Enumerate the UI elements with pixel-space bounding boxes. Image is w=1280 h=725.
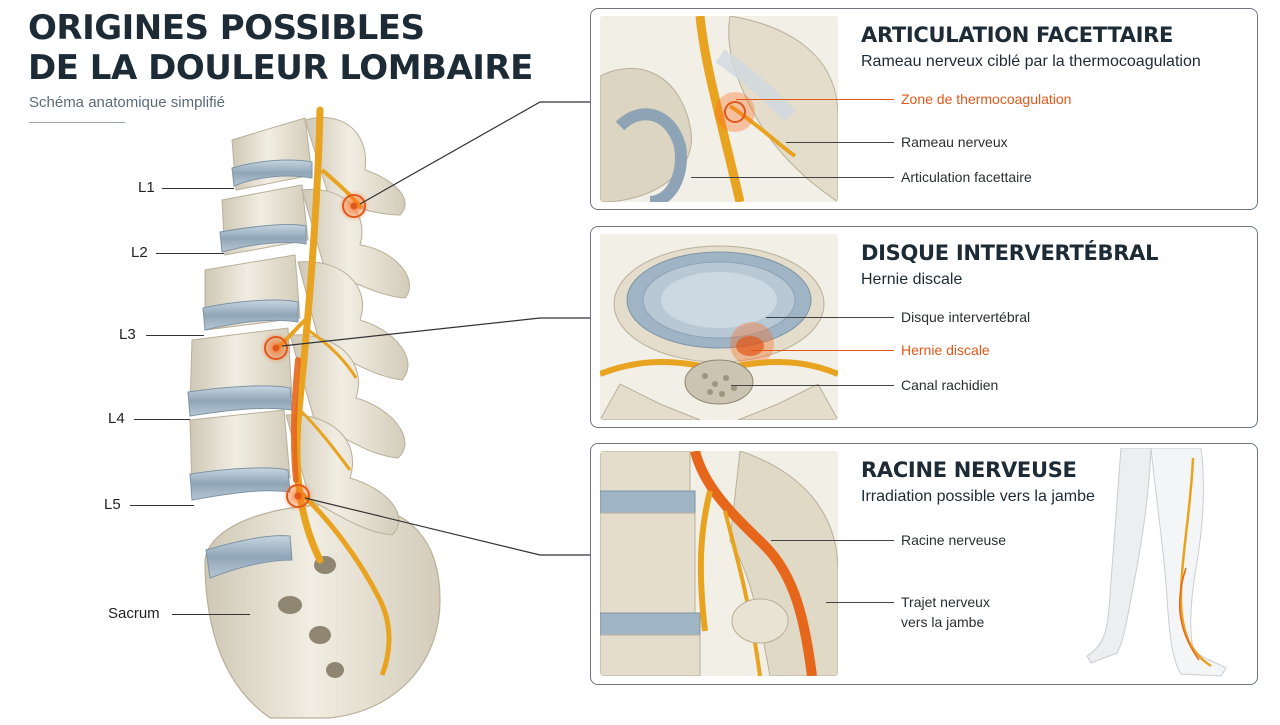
leader-zone [736,99,894,100]
sacral-foramen [326,662,344,678]
callout-articulation-facettaire: Articulation facettaire [901,169,1032,185]
callout-zone-thermocoagulation: Zone de thermocoagulation [901,91,1072,107]
callout-rameau-nerveux: Rameau nerveux [901,134,1008,150]
panel-disc-title: DISQUE INTERVERTÉBRAL [861,241,1159,265]
title-line-2: DE LA DOULEUR LOMBAIRE [28,48,533,88]
callout-trajet-line-1: Trajet nerveux [901,594,990,610]
label-l2: L2 [131,244,148,261]
panel-facet-title: ARTICULATION FACETTAIRE [861,23,1174,47]
label-sacrum: Sacrum [108,605,160,622]
leader-l4 [134,419,190,420]
label-l1: L1 [138,179,155,196]
leader-hernie [751,350,894,351]
leader-l5 [130,505,194,506]
nerve-inflamed-segment [290,357,301,483]
root-target-ring [286,484,310,508]
panel-intervertebral-disc: DISQUE INTERVERTÉBRAL Hernie discale Dis… [590,226,1258,428]
callout-racine-nerveuse: Racine nerveuse [901,532,1007,548]
panel-facet-joint: ARTICULATION FACETTAIRE Rameau nerveux c… [590,8,1258,210]
leader-rameau [786,142,894,143]
leader-sacrum [172,614,250,615]
callout-hernie-discale: Hernie discale [901,342,990,358]
disc-l5-s1 [205,535,293,579]
leg-nerve-path-illustration [1081,447,1251,683]
sacral-foramen [278,596,302,614]
label-l5: L5 [104,496,121,513]
label-l4: L4 [108,410,125,427]
panel-facet-subtitle: Rameau nerveux ciblé par la thermocoagul… [861,53,1201,70]
page-subtitle: Schéma anatomique simplifié [29,94,225,111]
nerve-root-l4 [298,408,352,471]
leader-l3 [146,335,204,336]
leader-racine [771,540,894,541]
title-line-1: ORIGINES POSSIBLES [28,8,425,48]
nerve-root-illustration [600,451,838,676]
callout-trajet-nerveux: Trajet nerveux vers la jambe [901,592,990,632]
leader-trajet [826,602,894,603]
posterior-arch-l4 [289,334,406,459]
leader-l1 [162,188,234,189]
panel-root-title: RACINE NERVEUSE [861,458,1077,482]
label-l3: L3 [119,326,136,343]
sacral-foramen [309,626,331,644]
disc-target-dot [272,344,280,352]
leader-canal [731,385,894,386]
panel-root-subtitle: Irradiation possible vers la jambe [861,488,1095,505]
disc-l1 [231,159,313,187]
leader-disque [766,317,894,318]
leader-articulation [691,177,894,178]
disc-l5 [189,467,291,501]
callout-trajet-line-2: vers la jambe [901,614,985,630]
root-target-dot [294,492,302,500]
lumbar-spine-drawing [187,106,441,719]
leader-l2 [156,253,224,254]
facet-target-dot [350,202,358,210]
callout-disque-intervertebral: Disque intervertébral [901,309,1031,325]
panel-nerve-root: RACINE NERVEUSE Irradiation possible ver… [590,443,1258,685]
sacrum-bone [204,503,441,719]
callout-canal-rachidien: Canal rachidien [901,377,999,393]
disc-target-ring [264,336,288,360]
subtitle-divider [29,122,125,123]
panel-disc-subtitle: Hernie discale [861,271,963,288]
disc-herniation-illustration [600,234,838,420]
facet-joint-illustration [600,16,838,202]
facet-target-ring [342,194,366,218]
page-title: ORIGINES POSSIBLES DE LA DOULEUR LOMBAIR… [28,8,568,88]
disc-l2 [219,223,307,253]
spine-illustration: L1 L2 L3 L4 L5 Sacrum [0,0,600,720]
